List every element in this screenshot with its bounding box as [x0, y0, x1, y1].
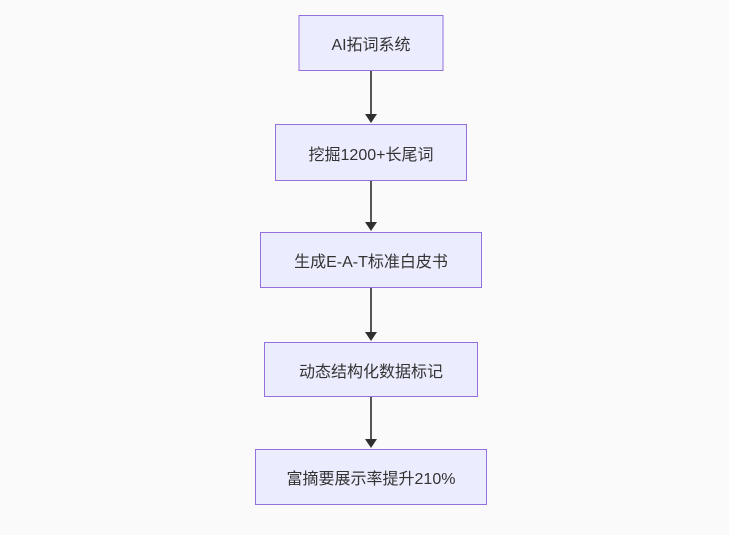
arrow-down-icon	[365, 114, 377, 123]
flow-node-label: 挖掘1200+长尾词	[308, 146, 434, 164]
arrow-down-icon	[365, 222, 377, 231]
arrow-line	[370, 397, 372, 441]
flow-node-rich-snippet-result: 富摘要展示率提升210%	[255, 449, 487, 505]
flow-node-label: AI拓词系统	[331, 37, 411, 54]
flow-node-longtail-mining: 挖掘1200+长尾词	[275, 124, 467, 181]
flow-arrow-4	[364, 397, 378, 448]
arrow-down-icon	[365, 439, 377, 448]
flow-node-structured-data: 动态结构化数据标记	[264, 342, 478, 397]
flow-node-label: 动态结构化数据标记	[298, 363, 443, 381]
arrow-down-icon	[365, 332, 377, 341]
flow-arrow-1	[364, 71, 378, 123]
arrow-line	[370, 181, 372, 224]
arrow-line	[370, 288, 372, 334]
flow-node-label: 富摘要展示率提升210%	[286, 471, 456, 488]
flow-arrow-2	[364, 181, 378, 231]
arrow-line	[370, 71, 372, 116]
flow-node-label: 生成E-A-T标准白皮书	[294, 254, 448, 271]
flow-node-ai-word-system: AI拓词系统	[298, 15, 444, 71]
flow-arrow-3	[364, 288, 378, 341]
flow-node-eat-whitepaper: 生成E-A-T标准白皮书	[260, 232, 482, 288]
